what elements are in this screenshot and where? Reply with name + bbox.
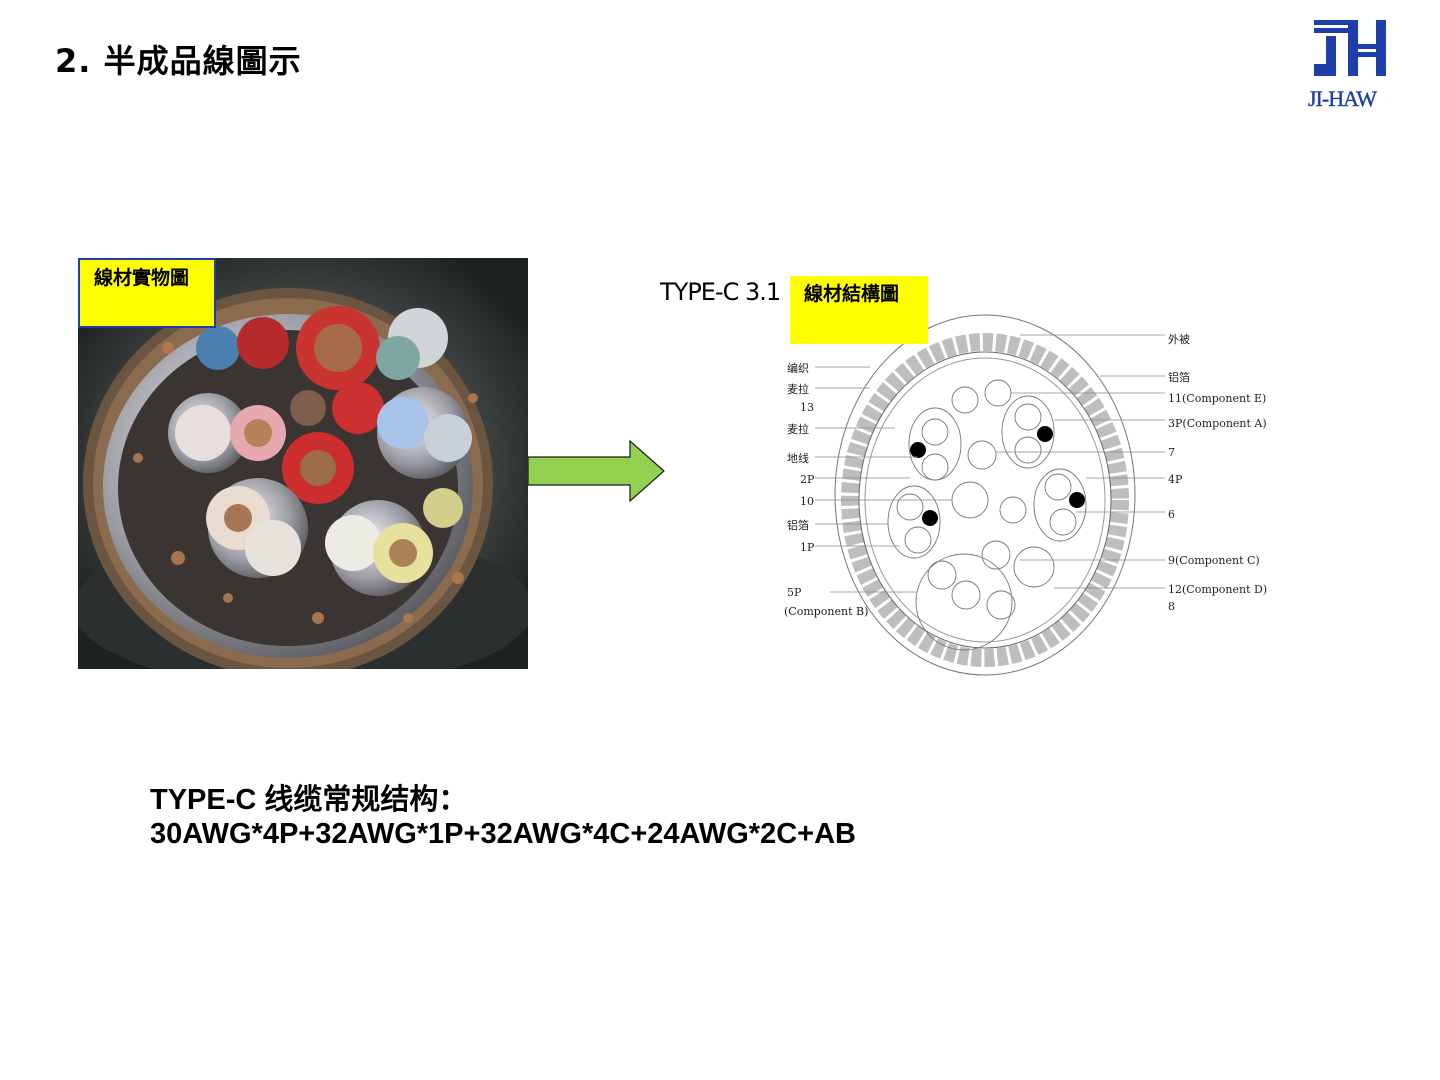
photo-label: 線材實物圖	[78, 258, 216, 328]
label-foil-right: 铝箔	[1168, 370, 1190, 384]
label-8: 8	[1168, 600, 1175, 613]
label-component-b: (Component B)	[784, 605, 868, 618]
slide-title: 2. 半成品線圖示	[55, 42, 302, 80]
ji-haw-logo: JI-HAW	[1296, 18, 1388, 112]
label-jacket: 外被	[1168, 333, 1190, 346]
label-2p: 2P	[800, 473, 815, 486]
label-mylar-1: 麦拉	[787, 382, 809, 396]
label-10: 10	[800, 495, 814, 508]
label-12: 12(Component D)	[1168, 583, 1267, 596]
caption-spec: 30AWG*4P+32AWG*1P+32AWG*4C+24AWG*2C+AB	[150, 818, 856, 850]
label-braid: 编织	[787, 361, 809, 375]
right-arrow-icon	[527, 439, 666, 503]
label-ground: 地线	[787, 451, 809, 465]
label-6: 6	[1168, 508, 1175, 521]
caption-heading: TYPE-C 线缆常规结构：	[150, 784, 468, 816]
label-1p: 1P	[800, 541, 815, 554]
label-9: 9(Component C)	[1168, 554, 1260, 567]
cable-structure-diagram: 编织 麦拉 13 麦拉 地线 2P 10 铝箔 1P 5P (Component…	[760, 312, 1320, 678]
diagram-title: TYPE-C 3.1	[660, 278, 781, 306]
label-mylar-2: 麦拉	[787, 422, 809, 436]
label-3p: 3P(Component A)	[1168, 417, 1267, 430]
label-foil-left: 铝箔	[787, 518, 809, 532]
logo-text: JI-HAW	[1308, 86, 1377, 111]
label-7: 7	[1168, 446, 1175, 459]
label-11: 11(Component E)	[1168, 392, 1266, 405]
diagram-label: 線材結構圖	[790, 276, 928, 344]
label-4p: 4P	[1168, 473, 1183, 486]
cable-photo	[73, 258, 533, 688]
label-5p: 5P	[787, 586, 802, 599]
label-13: 13	[800, 401, 814, 414]
